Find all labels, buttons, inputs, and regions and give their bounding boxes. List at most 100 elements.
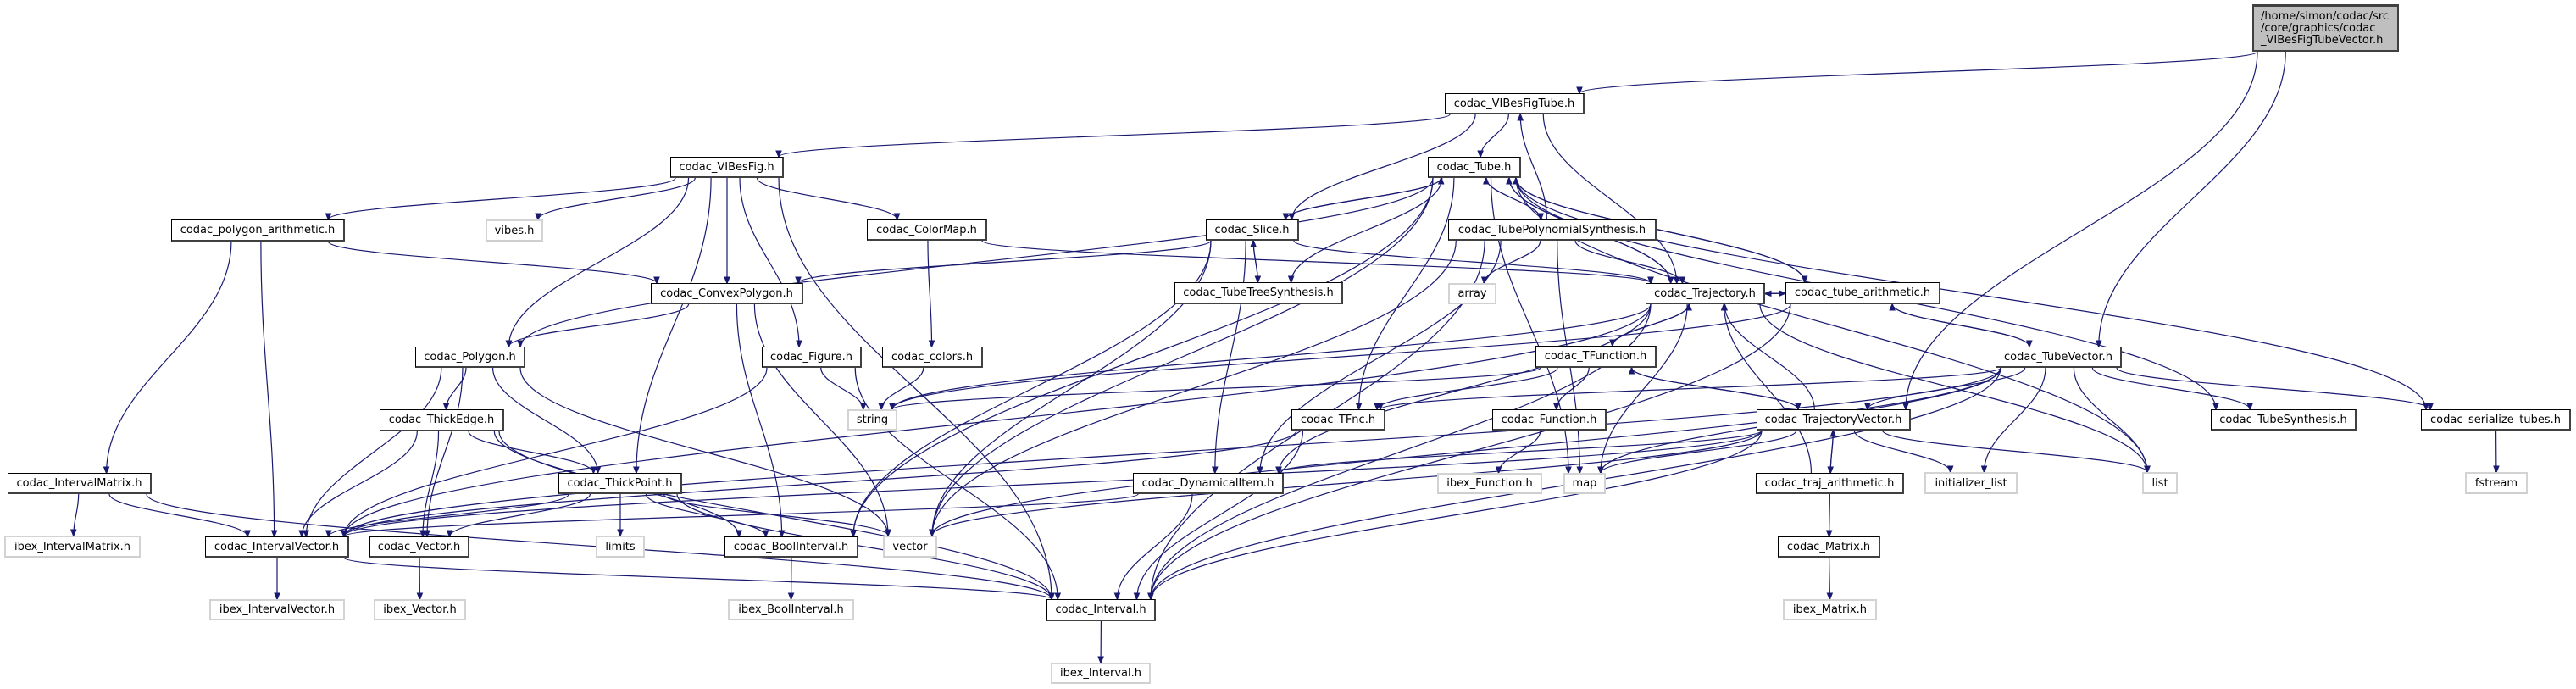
node-function[interactable]: codac_Function.h — [1492, 409, 1607, 431]
node-label: codac_Vector.h — [377, 540, 461, 553]
edge-tube-polynomial-synthesis-to-array — [1485, 240, 1541, 283]
edge-vibes-fig-tube-to-slice — [1291, 114, 1476, 219]
node-traj-arithmetic[interactable]: codac_traj_arithmetic.h — [1756, 473, 1904, 494]
node-label: codac_polygon_arithmetic.h — [180, 224, 336, 236]
node-serialize-tubes[interactable]: codac_serialize_tubes.h — [2421, 409, 2571, 431]
node-label: array — [1457, 287, 1487, 300]
node-interval[interactable]: codac_Interval.h — [1046, 599, 1156, 621]
edge-tube-polynomial-synthesis-to-vibes-fig-tube — [1520, 114, 1547, 220]
node-label: codac_TrajectoryVector.h — [1764, 413, 1902, 426]
edge-root-to-tube-vector — [2099, 51, 2286, 347]
node-limits: limits — [596, 536, 645, 558]
node-ibex-vector: ibex_Vector.h — [374, 599, 466, 620]
edge-trajectory-vector-to-interval-vector — [344, 430, 1763, 536]
edge-traj-arithmetic-to-matrix — [1829, 493, 1830, 536]
edge-color-map-to-colors — [927, 240, 932, 347]
edge-vibes-fig-to-thick-point — [636, 177, 712, 473]
node-thick-edge[interactable]: codac_ThickEdge.h — [380, 409, 504, 431]
edge-polygon-to-thick-point — [491, 367, 598, 473]
node-polygon-arithmetic[interactable]: codac_polygon_arithmetic.h — [171, 219, 345, 242]
edge-polygon-arithmetic-to-interval-matrix — [107, 241, 232, 473]
edge-convex-polygon-to-bool-interval — [736, 303, 781, 536]
node-label: list — [2151, 476, 2168, 490]
node-label: codac_ThickEdge.h — [388, 414, 495, 426]
edge-vibes-fig-tube-to-trajectory — [1542, 114, 1677, 283]
node-tube-synthesis[interactable]: codac_TubeSynthesis.h — [2211, 409, 2357, 431]
node-trajectory[interactable]: codac_Trajectory.h — [1646, 283, 1765, 304]
node-colors[interactable]: codac_colors.h — [882, 347, 983, 368]
edge-tfnc-to-interval — [1137, 430, 1304, 599]
node-vibes-fig-tube[interactable]: codac_VIBesFigTube.h — [1445, 93, 1585, 114]
root-file-path-line-3: _VIBesFigTubeVector.h — [2261, 33, 2384, 47]
edge-polygon-to-thick-edge — [447, 367, 467, 409]
node-vibes-fig[interactable]: codac_VIBesFig.h — [670, 157, 784, 178]
edge-tfunction-to-function — [1557, 367, 1590, 409]
node-label: codac_TubeSynthesis.h — [2219, 413, 2347, 426]
edge-polygon-to-vector — [427, 367, 464, 536]
edge-polygon-to-vector — [519, 367, 888, 536]
node-list: list — [2142, 472, 2178, 494]
node-label: codac_IntervalVector.h — [214, 540, 340, 553]
edge-tube-vector-to-list — [2073, 367, 2147, 472]
node-tube-tree-synthesis[interactable]: codac_TubeTreeSynthesis.h — [1174, 282, 1343, 304]
root-file-node[interactable]: /home/simon/codac/src /core/graphics/cod… — [2252, 4, 2399, 52]
edge-interval-matrix-to-ibex-interval-matrix — [74, 493, 80, 536]
edge-thick-edge-to-vector — [423, 431, 440, 536]
node-tube-polynomial-synthesis[interactable]: codac_TubePolynomialSynthesis.h — [1448, 219, 1657, 241]
node-dynamical-item[interactable]: codac_DynamicalItem.h — [1133, 473, 1284, 494]
edge-trajectory-to-string — [892, 303, 1652, 409]
edge-trajectory-to-interval-vector — [344, 303, 1652, 536]
node-matrix[interactable]: codac_Matrix.h — [1778, 536, 1880, 558]
edge-trajectory-vector-to-tfunction — [1632, 368, 1799, 410]
node-tfunction[interactable]: codac_TFunction.h — [1535, 346, 1657, 368]
node-vector[interactable]: codac_Vector.h — [369, 536, 469, 558]
node-label: codac_TFunction.h — [1544, 350, 1647, 363]
node-label: ibex_Interval.h — [1060, 667, 1141, 680]
edge-trajectory-vector-to-interval — [1151, 430, 1763, 599]
node-slice[interactable]: codac_Slice.h — [1206, 219, 1299, 241]
node-tfnc[interactable]: codac_TFnc.h — [1291, 409, 1385, 431]
root-file-path-line-1: /home/simon/codac/src — [2261, 9, 2390, 23]
node-polygon[interactable]: codac_Polygon.h — [415, 347, 525, 368]
node-ibex-matrix: ibex_Matrix.h — [1783, 599, 1877, 620]
edge-thick-edge-to-interval-vector — [302, 431, 418, 536]
node-label: codac_BoolInterval.h — [733, 540, 849, 553]
edge-tube-to-bool-interval — [853, 177, 1434, 536]
node-color-map[interactable]: codac_ColorMap.h — [867, 219, 987, 241]
node-ibex-bool-interval: ibex_BoolInterval.h — [728, 599, 854, 620]
edge-matrix-to-ibex-matrix — [1829, 557, 1830, 599]
node-convex-polygon[interactable]: codac_ConvexPolygon.h — [651, 283, 803, 304]
node-label: codac_TubePolynomialSynthesis.h — [1457, 223, 1646, 236]
edge-tube-polynomial-synthesis-to-dynamical-item — [1260, 240, 1502, 473]
node-label: codac_Interval.h — [1055, 603, 1146, 616]
edge-tube-vector-to-initializer-list — [1985, 367, 2046, 472]
node-thick-point[interactable]: codac_ThickPoint.h — [558, 473, 682, 494]
node-figure[interactable]: codac_Figure.h — [762, 347, 862, 368]
edge-tube-arithmetic-to-string — [892, 303, 1791, 409]
edge-traj-arithmetic-to-trajectory — [1724, 304, 1813, 474]
node-trajectory-vector[interactable]: codac_TrajectoryVector.h — [1757, 409, 1911, 431]
edge-slice-to-convex-polygon — [798, 240, 1212, 283]
node-tube-vector[interactable]: codac_TubeVector.h — [1996, 347, 2122, 368]
node-label: codac_colors.h — [891, 350, 974, 364]
node-interval-vector[interactable]: codac_IntervalVector.h — [205, 536, 349, 558]
edge-tube-tree-synthesis-to-slice — [1253, 241, 1258, 283]
edge-polygon-arithmetic-to-convex-polygon — [327, 241, 657, 283]
node-label: codac_tube_arithmetic.h — [1794, 286, 1931, 299]
edge-tube-vector-to-vector — [932, 367, 2001, 536]
node-tube[interactable]: codac_Tube.h — [1428, 157, 1521, 178]
node-label: ibex_Vector.h — [383, 603, 457, 616]
edge-polygon-arithmetic-to-interval-vector — [260, 241, 275, 536]
node-label: codac_Figure.h — [769, 350, 853, 364]
edge-figure-to-interval-vector — [344, 367, 768, 536]
node-tube-arithmetic[interactable]: codac_tube_arithmetic.h — [1785, 282, 1940, 304]
edge-slice-to-dynamical-item — [1215, 240, 1246, 473]
edge-tube-vector-to-serialize-tubes — [2116, 367, 2430, 409]
node-label: codac_Trajectory.h — [1654, 286, 1756, 300]
node-label: codac_serialize_tubes.h — [2430, 413, 2561, 426]
node-bool-interval[interactable]: codac_BoolInterval.h — [724, 536, 858, 558]
node-interval-matrix[interactable]: codac_IntervalMatrix.h — [8, 473, 152, 494]
edge-vibes-fig-tube-to-vibes-fig — [779, 114, 1451, 157]
